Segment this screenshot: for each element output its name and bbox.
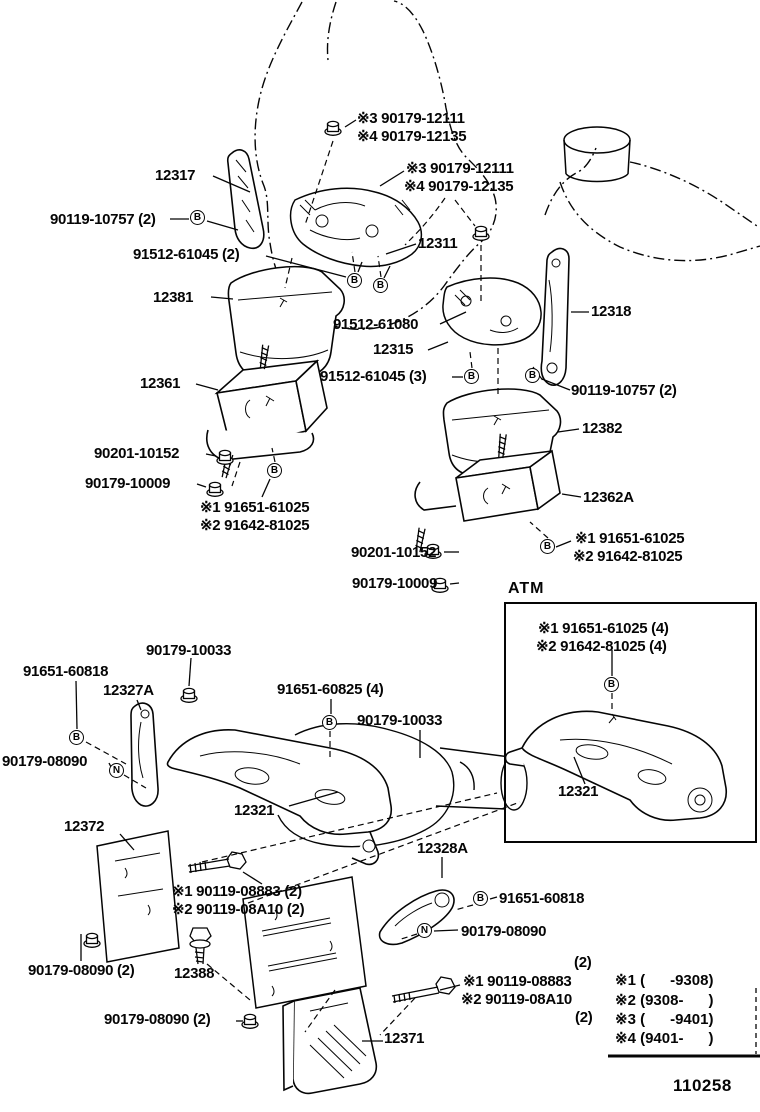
legend-row-2: ※2 (9308- ) [615, 992, 714, 1009]
circled-b-symbol: B [373, 278, 388, 293]
part-label-90179-10009-left: 90179-10009 [85, 475, 171, 492]
circled-b-symbol: B [322, 715, 337, 730]
legend-row-4: ※4 (9401- ) [615, 1030, 714, 1047]
part-label-91651-61025-right: ※1 91651-61025 [575, 530, 685, 547]
part-label-12361: 12361 [140, 375, 181, 392]
part-label-90179-12111-b: ※3 90179-12111 [406, 160, 514, 177]
part-label-90179-08090-left: 90179-08090 [2, 753, 88, 770]
part-label-90179-08090-bottom2: 90179-08090 (2) [104, 1011, 211, 1028]
part-label-91651-61025-left: ※1 91651-61025 [200, 499, 310, 516]
circled-b-symbol: B [464, 369, 479, 384]
diagram-code: 110258 [673, 1076, 732, 1095]
qty-label-bottom: (2) [575, 1009, 593, 1026]
part-label-91642-81025-left: ※2 91642-81025 [200, 517, 310, 534]
circled-b-symbol: B [267, 463, 282, 478]
part-label-90119-10757-right: 90119-10757 (2) [571, 382, 677, 399]
part-label-91651-60818-right: 91651-60818 [499, 890, 585, 907]
part-label-12381: 12381 [153, 289, 194, 306]
part-label-12372: 12372 [64, 818, 105, 835]
part-label-12311: 12311 [418, 235, 458, 252]
circled-n-symbol: N [417, 923, 432, 938]
circled-b-symbol: B [604, 677, 619, 692]
part-label-12328A: 12328A [417, 840, 468, 857]
part-label-90179-12111-a: ※3 90179-12111 [357, 110, 465, 127]
part-label-91512-61045-3: 91512-61045 (3) [320, 368, 427, 385]
part-label-90179-08090-bottom1: 90179-08090 (2) [28, 962, 135, 979]
part-label-91651-60825: 91651-60825 (4) [277, 681, 384, 698]
part-label-90179-08090-right: 90179-08090 [461, 923, 547, 940]
part-label-12315: 12315 [373, 341, 414, 358]
part-label-12371: 12371 [384, 1030, 425, 1047]
part-label-12321-atm: 12321 [558, 783, 599, 800]
part-label-90119-08A10-a: ※2 90119-08A10 (2) [172, 901, 305, 918]
part-label-90179-10033-mid: 90179-10033 [357, 712, 443, 729]
part-label-90119-08883-b: ※1 90119-08883 [463, 973, 572, 990]
part-label-12318: 12318 [591, 303, 632, 320]
part-label-91512-61080: 91512-61080 [333, 316, 419, 333]
part-label-90201-10152-left: 90201-10152 [94, 445, 180, 462]
part-label-12388: 12388 [174, 965, 215, 982]
part-label-12362A: 12362A [583, 489, 634, 506]
part-label-12327A: 12327A [103, 682, 154, 699]
circled-b-symbol: B [347, 273, 362, 288]
circled-b-symbol: B [540, 539, 555, 554]
circled-b-symbol: B [525, 368, 540, 383]
atm-inset-title: ATM [508, 580, 545, 597]
part-label-91512-61045-2: 91512-61045 (2) [133, 246, 240, 263]
part-label-90179-12135-b: ※4 90179-12135 [404, 178, 514, 195]
part-label-90119-10757-left: 90119-10757 (2) [50, 211, 156, 228]
circled-n-symbol: N [109, 763, 124, 778]
circled-b-symbol: B [69, 730, 84, 745]
part-label-90119-08A10-b: ※2 90119-08A10 [461, 991, 572, 1008]
part-label-12382: 12382 [582, 420, 623, 437]
legend-row-1: ※1 ( -9308) [615, 972, 714, 989]
part-label-90201-10152-mid: 90201-10152 [351, 544, 437, 561]
part-label-90119-08883-a: ※1 90119-08883 (2) [172, 883, 302, 900]
circled-b-symbol: B [473, 891, 488, 906]
atm-note-91651-61025: ※1 91651-61025 (4) [538, 620, 669, 637]
circled-b-symbol: B [190, 210, 205, 225]
qty-label-top: (2) [574, 954, 592, 971]
legend-row-3: ※3 ( -9401) [615, 1011, 714, 1028]
part-label-91651-60818-left: 91651-60818 [23, 663, 109, 680]
part-label-90179-10009-mid: 90179-10009 [352, 575, 438, 592]
part-label-90179-12135-a: ※4 90179-12135 [357, 128, 467, 145]
atm-note-91642-81025: ※2 91642-81025 (4) [536, 638, 667, 655]
part-label-90179-10033-left: 90179-10033 [146, 642, 232, 659]
part-label-12321-main: 12321 [234, 802, 275, 819]
part-label-91642-81025-right: ※2 91642-81025 [573, 548, 683, 565]
part-label-12317: 12317 [155, 167, 196, 184]
